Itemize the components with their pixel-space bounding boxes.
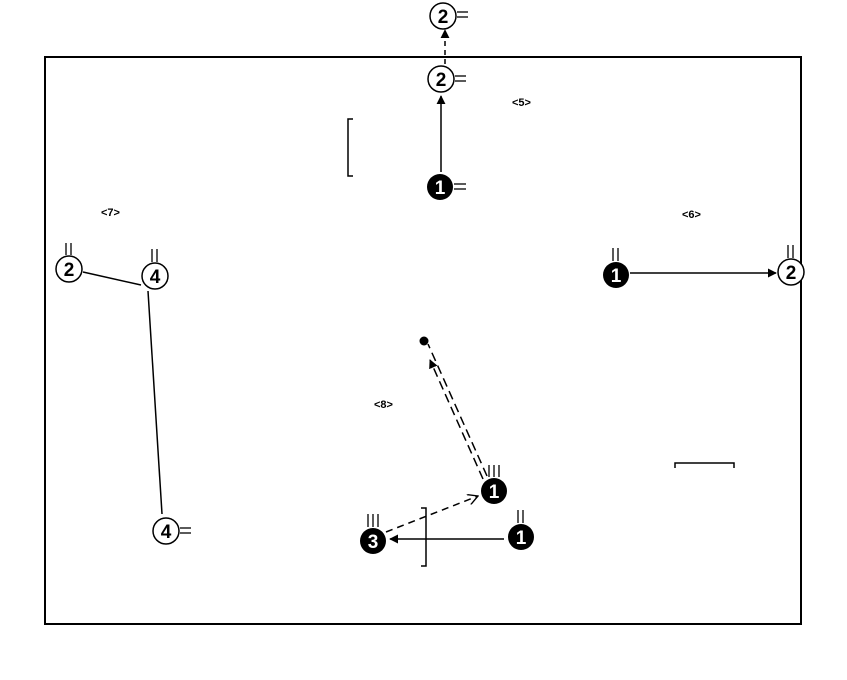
screen-mark-right bbox=[674, 462, 735, 468]
svg-text:4: 4 bbox=[161, 522, 172, 543]
zone-label-five: <5> bbox=[512, 97, 531, 109]
player-bottom-one: 1 bbox=[508, 510, 534, 550]
player-top-inside: 2 bbox=[427, 65, 466, 93]
zone-label-seven: <7> bbox=[101, 207, 120, 219]
svg-text:1: 1 bbox=[611, 266, 622, 287]
shot-spot bbox=[419, 336, 429, 346]
dribble-line-center-a bbox=[427, 343, 488, 477]
screen-mark-bottom bbox=[421, 507, 427, 567]
player-right-end: 2 bbox=[777, 245, 805, 286]
court-boundary bbox=[44, 56, 802, 625]
player-center-one: 1 bbox=[481, 465, 507, 504]
svg-text:2: 2 bbox=[786, 263, 797, 284]
dribble-line-center-b bbox=[429, 359, 484, 480]
svg-text:1: 1 bbox=[489, 482, 500, 503]
player-top-start: 1 bbox=[427, 174, 466, 200]
pass-line-center bbox=[385, 496, 478, 533]
svg-text:2: 2 bbox=[436, 70, 447, 91]
svg-text:1: 1 bbox=[516, 528, 527, 549]
svg-text:2: 2 bbox=[64, 260, 75, 281]
player-left-two: 2 bbox=[55, 243, 83, 283]
zone-label-six: <6> bbox=[682, 209, 701, 221]
player-left-four-low: 4 bbox=[152, 517, 191, 545]
svg-text:4: 4 bbox=[150, 267, 161, 288]
cut-line-left bbox=[147, 290, 163, 515]
player-left-four: 4 bbox=[141, 249, 169, 290]
svg-text:2: 2 bbox=[438, 7, 449, 28]
svg-text:3: 3 bbox=[368, 532, 379, 553]
pass-line-left bbox=[82, 271, 142, 286]
player-right-start: 1 bbox=[603, 248, 629, 288]
player-top-outside: 2 bbox=[429, 2, 468, 30]
svg-text:1: 1 bbox=[435, 178, 446, 199]
screen-mark-top bbox=[347, 118, 353, 177]
player-bottom-three: 3 bbox=[360, 514, 386, 554]
zone-label-eight: <8> bbox=[374, 399, 393, 411]
